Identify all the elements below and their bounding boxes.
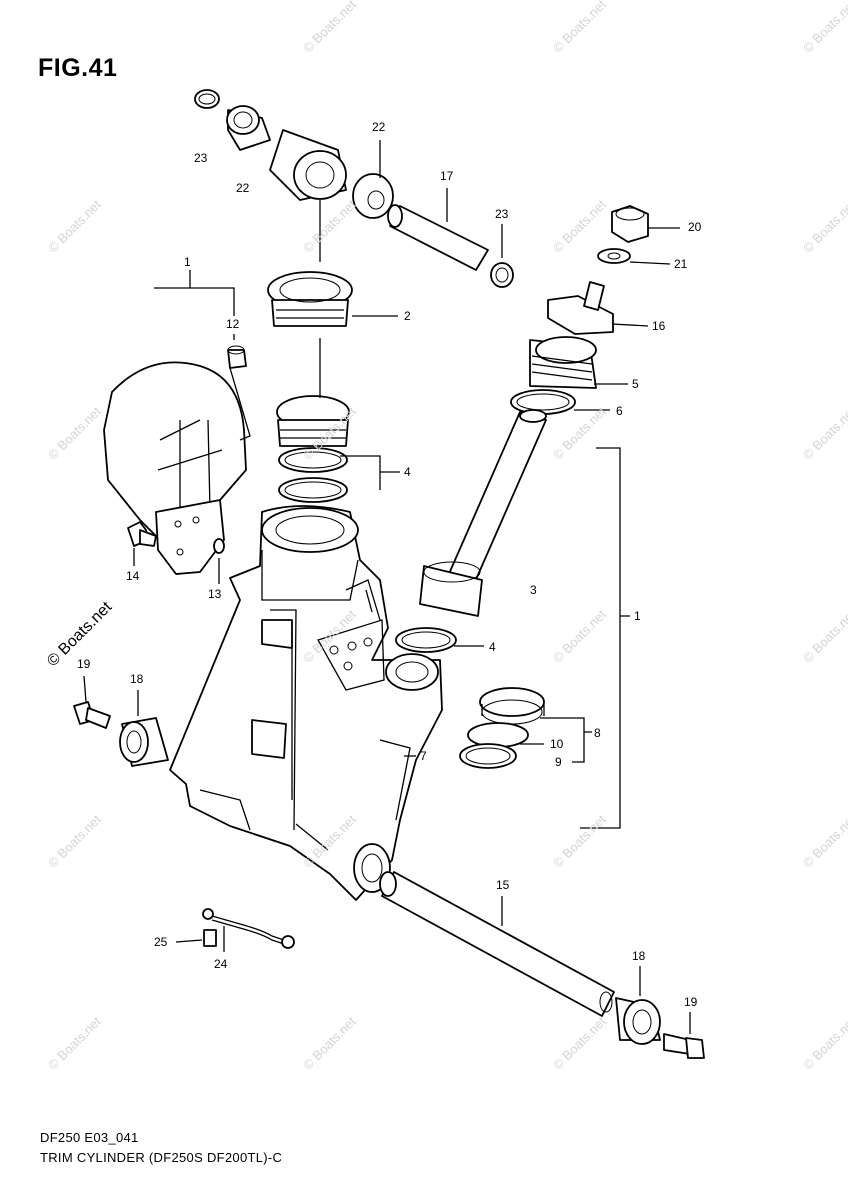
part-8-cap-assembly[interactable] <box>459 687 545 769</box>
part-14-bolt[interactable] <box>127 521 157 547</box>
callout-label[interactable]: 1 <box>634 609 641 623</box>
part-2-gland[interactable] <box>267 271 353 327</box>
callout-label[interactable]: 24 <box>214 957 228 971</box>
callout-label[interactable]: 18 <box>130 672 144 686</box>
callout-label[interactable]: 4 <box>404 465 411 479</box>
part-4-o-ring-right[interactable] <box>395 627 457 653</box>
callout-label[interactable]: 17 <box>440 169 454 183</box>
callout-label[interactable]: 18 <box>632 949 646 963</box>
callout-label[interactable]: 10 <box>550 737 564 751</box>
part-25-screw[interactable] <box>203 929 217 947</box>
callout-label[interactable]: 1 <box>184 255 191 269</box>
callout-label[interactable]: 25 <box>154 935 168 949</box>
figure-code: DF250 E03_041 <box>40 1130 139 1145</box>
part-17-pin[interactable] <box>387 204 489 271</box>
part-18-bushing-right[interactable] <box>615 997 661 1045</box>
figure-name: TRIM CYLINDER (DF250S DF200TL)-C <box>40 1150 283 1165</box>
part-24-ground-wire[interactable] <box>202 908 295 949</box>
callout-label[interactable]: 14 <box>126 569 140 583</box>
part-4-o-ring-stack[interactable] <box>276 395 350 503</box>
part-7-cylinder-body[interactable] <box>169 505 443 901</box>
callout-label[interactable]: 3 <box>530 583 537 597</box>
callout-label[interactable]: 22 <box>236 181 250 195</box>
callout-label[interactable]: 4 <box>489 640 496 654</box>
callout-label[interactable]: 12 <box>226 317 240 331</box>
part-23-snap-ring-left[interactable] <box>194 89 220 109</box>
callout-label[interactable]: 7 <box>420 749 427 763</box>
callout-label[interactable]: 23 <box>194 151 208 165</box>
callout-label[interactable]: 21 <box>674 257 688 271</box>
callout-label[interactable]: 20 <box>688 220 702 234</box>
callout-label[interactable]: 22 <box>372 120 386 134</box>
part-22-bushing-right[interactable] <box>352 173 394 219</box>
part-20-nut[interactable] <box>611 205 649 243</box>
callout-label[interactable]: 9 <box>555 755 562 769</box>
part-12-plug[interactable] <box>227 345 247 369</box>
callout-label[interactable]: 13 <box>208 587 222 601</box>
part-6-o-ring[interactable] <box>510 389 576 415</box>
callout-label[interactable]: 15 <box>496 878 510 892</box>
callout-label[interactable]: 2 <box>404 309 411 323</box>
part-19-bolt-right[interactable] <box>663 1033 705 1059</box>
part-5-plug[interactable] <box>529 336 597 389</box>
part-23-snap-ring-right[interactable] <box>490 262 514 288</box>
callout-label[interactable]: 19 <box>77 657 91 671</box>
figure-title: FIG.41 <box>38 54 118 82</box>
part-3-piston-rod[interactable] <box>419 409 547 617</box>
part-13-ring[interactable] <box>213 538 225 554</box>
part-19-bolt-left[interactable] <box>73 701 111 729</box>
part-15-shaft[interactable] <box>379 871 615 1017</box>
callout-label[interactable]: 19 <box>684 995 698 1009</box>
callout-label[interactable]: 23 <box>495 207 509 221</box>
callout-label[interactable]: 5 <box>632 377 639 391</box>
part-22-large-bushing[interactable] <box>269 129 347 201</box>
callout-label[interactable]: 16 <box>652 319 666 333</box>
part-16-valve[interactable] <box>547 281 614 335</box>
part-22-bushing-left[interactable] <box>226 105 271 151</box>
part-cover[interactable] <box>103 361 247 575</box>
part-21-washer[interactable] <box>597 248 631 264</box>
callout-label[interactable]: 6 <box>616 404 623 418</box>
callout-label[interactable]: 8 <box>594 726 601 740</box>
part-18-bushing-left[interactable] <box>119 717 169 767</box>
leader-lines <box>83 140 691 1034</box>
